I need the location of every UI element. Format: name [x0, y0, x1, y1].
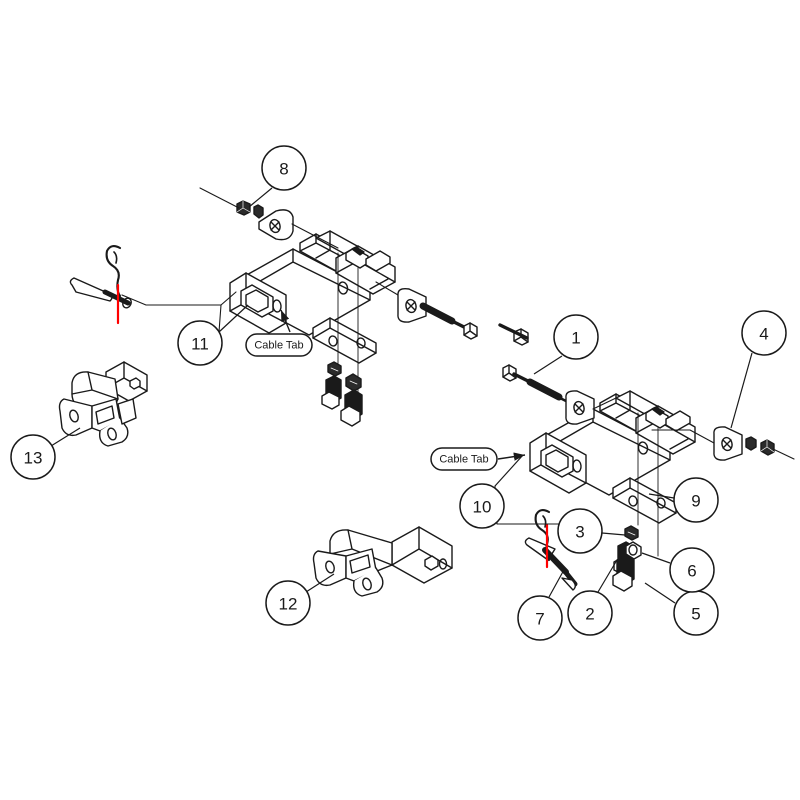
- cable-tab-left-arrow: [280, 309, 291, 333]
- cable-tab-left-label: Cable Tab: [254, 340, 303, 352]
- callout-11[interactable]: 11: [177, 304, 249, 366]
- callout-number-2: 2: [585, 605, 594, 624]
- callout-leader-4: [730, 352, 753, 429]
- upper-flange-plate-and-bolts: [312, 252, 377, 427]
- callout-circle-1[interactable]: [553, 314, 599, 360]
- callout-leader-2: [597, 559, 618, 593]
- callout-leader-8: [248, 187, 273, 208]
- callout-4[interactable]: 4: [730, 310, 787, 429]
- callout-number-12: 12: [279, 595, 298, 614]
- callout-leader-1: [533, 355, 563, 375]
- callout-13[interactable]: 13: [10, 427, 81, 480]
- callout-leader-9: [648, 493, 675, 499]
- upper-hitch-receiver: [229, 230, 396, 336]
- cable-tab-right-pill: [430, 447, 498, 471]
- part-9-flange-plate-and-hardware: [612, 412, 677, 592]
- callout-leader-5: [644, 582, 676, 604]
- cable-tab-right: Cable Tab: [430, 447, 526, 471]
- callout-number-4: 4: [759, 325, 768, 344]
- callout-number-5: 5: [691, 605, 700, 624]
- callout-circle-6[interactable]: [669, 547, 715, 593]
- callout-circle-10[interactable]: [459, 483, 505, 529]
- part-12-coupler-bracket: [312, 526, 453, 597]
- callout-number-10: 10: [473, 498, 492, 517]
- upper-bolt-and-washer: [375, 281, 478, 340]
- cable-tab-right-label: Cable Tab: [439, 454, 488, 466]
- callout-leader-3: [601, 532, 626, 536]
- callout-3[interactable]: 3: [557, 508, 626, 554]
- callout-leader-12: [305, 573, 335, 593]
- part-11-hitch-pin-with-clip: [69, 245, 237, 333]
- callout-number-3: 3: [575, 523, 584, 542]
- callout-1[interactable]: 1: [533, 314, 599, 375]
- callout-number-7: 7: [535, 610, 544, 629]
- callout-8[interactable]: 8: [248, 145, 307, 208]
- callout-number-13: 13: [24, 449, 43, 468]
- callout-number-9: 9: [691, 492, 700, 511]
- callout-leader-10: [494, 454, 524, 487]
- callout-circle-13[interactable]: [10, 434, 56, 480]
- callout-10[interactable]: 10: [459, 454, 524, 529]
- callout-number-6: 6: [687, 562, 696, 581]
- part-1-bolt-and-washer: [498, 323, 617, 425]
- callout-leader-11: [218, 304, 249, 333]
- callout-circle-3[interactable]: [557, 508, 603, 554]
- callout-circle-7[interactable]: [517, 595, 563, 641]
- callout-circle-8[interactable]: [261, 145, 307, 191]
- callout-6[interactable]: 6: [641, 547, 715, 593]
- callout-7[interactable]: 7: [517, 567, 566, 641]
- part-4-washer-and-nut-stack: [651, 426, 795, 461]
- lower-hitch-receiver: [529, 390, 696, 496]
- callout-2[interactable]: 2: [567, 559, 618, 636]
- cable-tab-right-arrow: [497, 452, 526, 461]
- callout-circle-11[interactable]: [177, 320, 223, 366]
- callout-12[interactable]: 12: [265, 573, 335, 626]
- callout-leader-13: [50, 427, 81, 447]
- callout-5[interactable]: 5: [644, 582, 719, 636]
- cable-tab-left: Cable Tab: [245, 309, 313, 357]
- part-8-nut-washer-stack: [199, 187, 339, 249]
- callout-circle-9[interactable]: [673, 477, 719, 523]
- callout-circle-4[interactable]: [741, 310, 787, 356]
- callout-leader-6: [641, 552, 671, 564]
- callout-9[interactable]: 9: [648, 477, 719, 523]
- callout-number-1: 1: [571, 329, 580, 348]
- callout-circle-12[interactable]: [265, 580, 311, 626]
- callout-number-8: 8: [279, 160, 288, 179]
- cable-tab-left-pill: [245, 333, 313, 357]
- callout-leader-7: [548, 567, 566, 598]
- callout-number-11: 11: [191, 335, 209, 354]
- part-13-coupler-bracket: [58, 361, 148, 447]
- callout-circle-2[interactable]: [567, 590, 613, 636]
